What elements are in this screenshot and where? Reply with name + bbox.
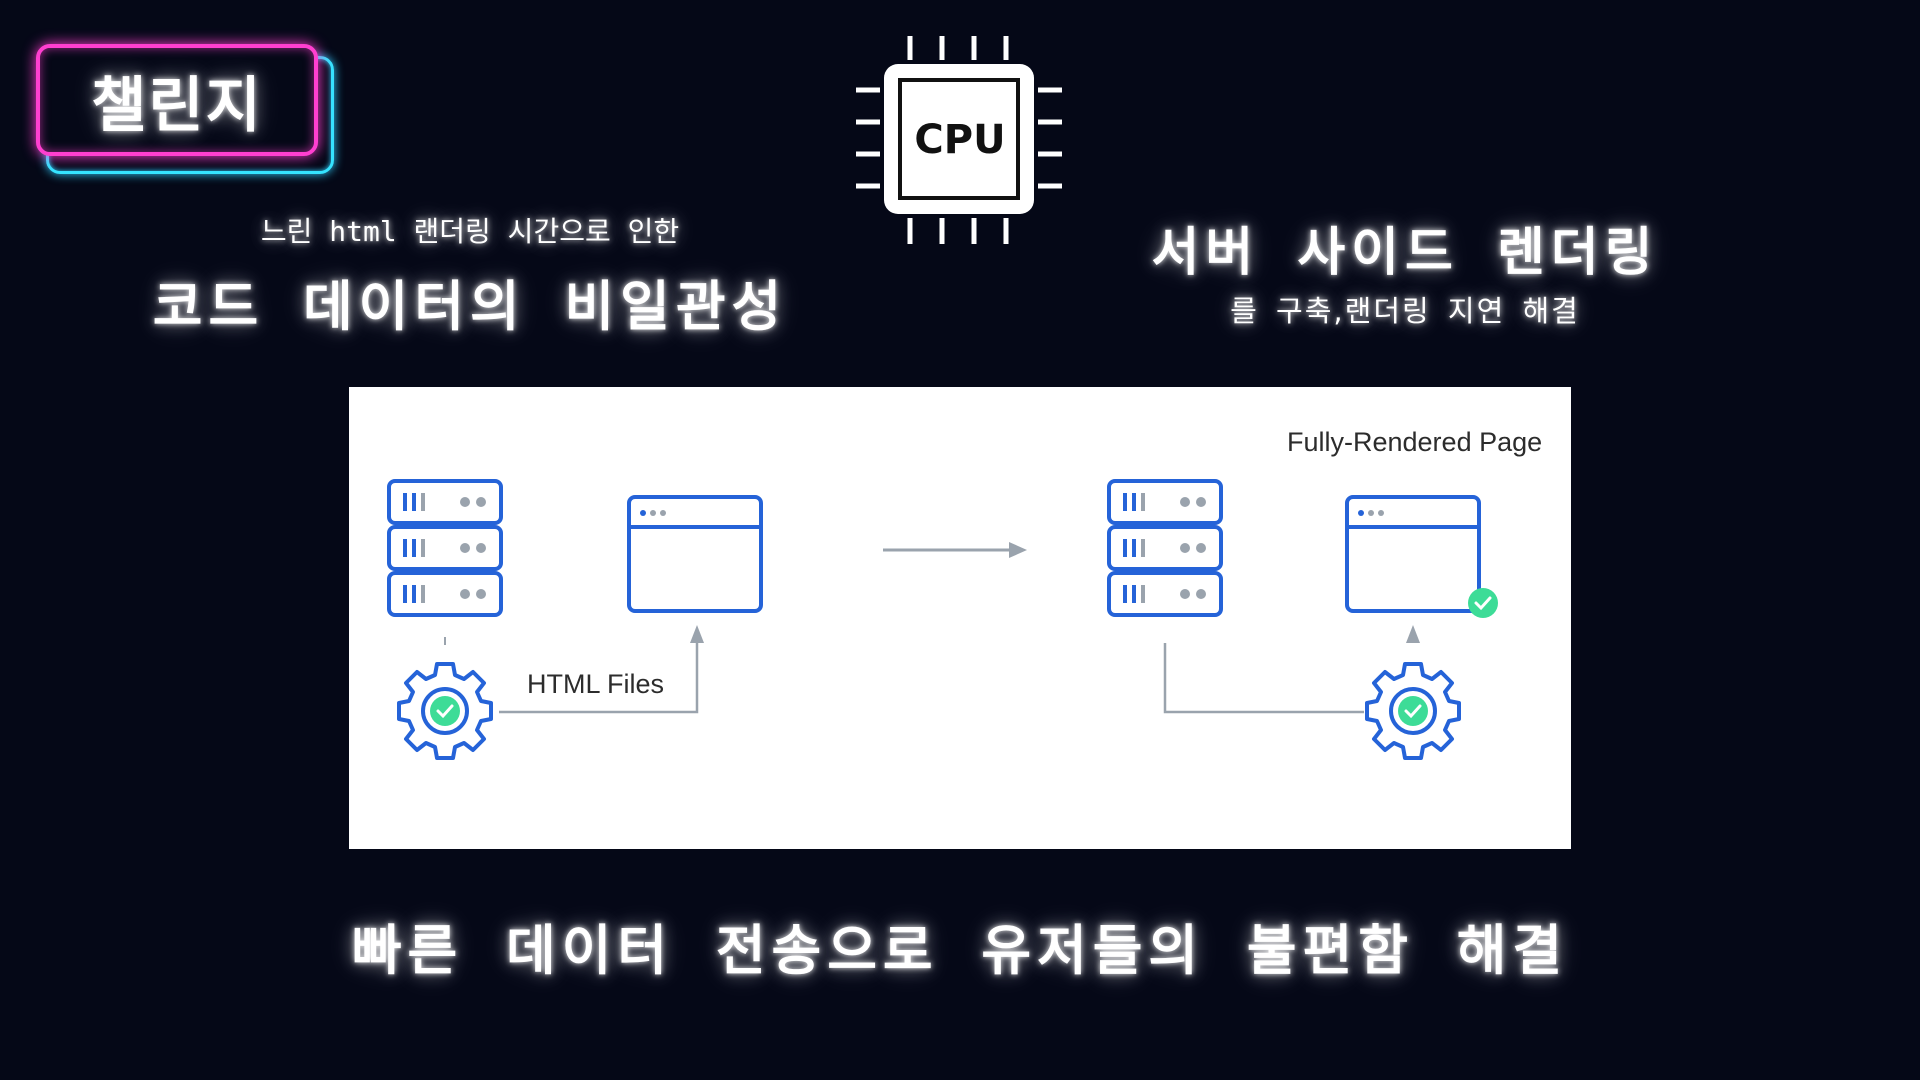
html-files-label: HTML Files	[527, 669, 665, 699]
left-title: 코드 데이터의 비일관성	[152, 275, 788, 338]
check-badge-icon	[1468, 588, 1498, 618]
server-icon	[387, 479, 503, 617]
left-subtitle: 느린 html 랜더링 시간으로 인한	[260, 215, 680, 248]
cpu-chip-icon: CPU	[856, 34, 1064, 246]
badge-pink-frame: 챌린지	[36, 44, 318, 156]
cpu-label: CPU	[914, 117, 1006, 163]
right-title: 서버 사이드 렌더링	[1151, 223, 1659, 283]
bottom-caption: 빠른 데이터 전송으로 유저들의 불편함 해결	[351, 919, 1569, 982]
gear-check-icon	[397, 662, 493, 760]
browser-window-icon	[1345, 495, 1481, 613]
badge-label: 챌린지	[91, 70, 263, 141]
gear-check-icon	[1365, 662, 1461, 760]
ssr-diagram: Fully-Rendered Page HTML Files	[349, 387, 1571, 849]
arrow-right-icon	[883, 542, 1027, 558]
fully-rendered-label: Fully-Rendered Page	[1287, 427, 1543, 457]
right-subtitle: 를 구축,랜더링 지연 해결	[1230, 294, 1580, 328]
browser-window-icon	[627, 495, 763, 613]
server-icon	[1107, 479, 1223, 617]
challenge-badge: 챌린지	[36, 44, 336, 176]
